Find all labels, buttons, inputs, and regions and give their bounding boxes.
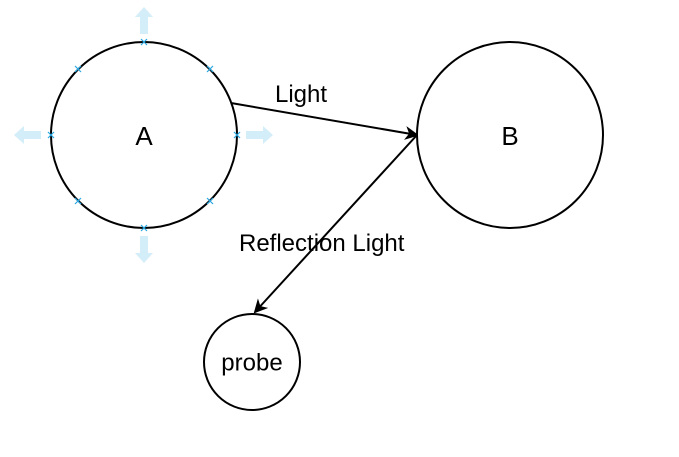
edge-light-label: Light [275, 81, 327, 108]
connection-point-bottom-right[interactable] [206, 197, 214, 205]
node-b[interactable]: B [416, 41, 604, 229]
connection-point-top-left[interactable] [74, 65, 82, 73]
node-b-label: B [501, 121, 518, 151]
node-probe-label: probe [221, 350, 282, 377]
edge-light[interactable]: Light [230, 81, 419, 140]
connection-point-bottom[interactable] [140, 224, 148, 232]
connection-point-left[interactable] [47, 131, 55, 139]
node-probe-circle[interactable] [203, 313, 301, 411]
node-b-circle[interactable] [416, 41, 604, 229]
connect-arrow-down-icon[interactable] [135, 236, 153, 263]
node-a[interactable]: A [14, 7, 273, 263]
edge-light-line[interactable] [230, 102, 419, 140]
connect-arrow-up-icon[interactable] [135, 7, 153, 34]
edge-reflection-light-line[interactable] [253, 134, 418, 314]
selection-handles [14, 7, 273, 263]
connection-point-bottom-left[interactable] [74, 197, 82, 205]
connection-point-top-right[interactable] [206, 65, 214, 73]
node-probe[interactable]: probe [203, 313, 301, 411]
connect-arrow-right-icon[interactable] [246, 126, 273, 144]
edge-reflection-light[interactable]: Reflection Light [239, 134, 418, 314]
edge-reflection-light-label: Reflection Light [239, 230, 405, 257]
node-a-label: A [135, 121, 153, 151]
connect-arrow-left-icon[interactable] [14, 126, 41, 144]
connection-points [47, 38, 241, 232]
connection-point-right[interactable] [233, 131, 241, 139]
connection-point-top[interactable] [140, 38, 148, 46]
